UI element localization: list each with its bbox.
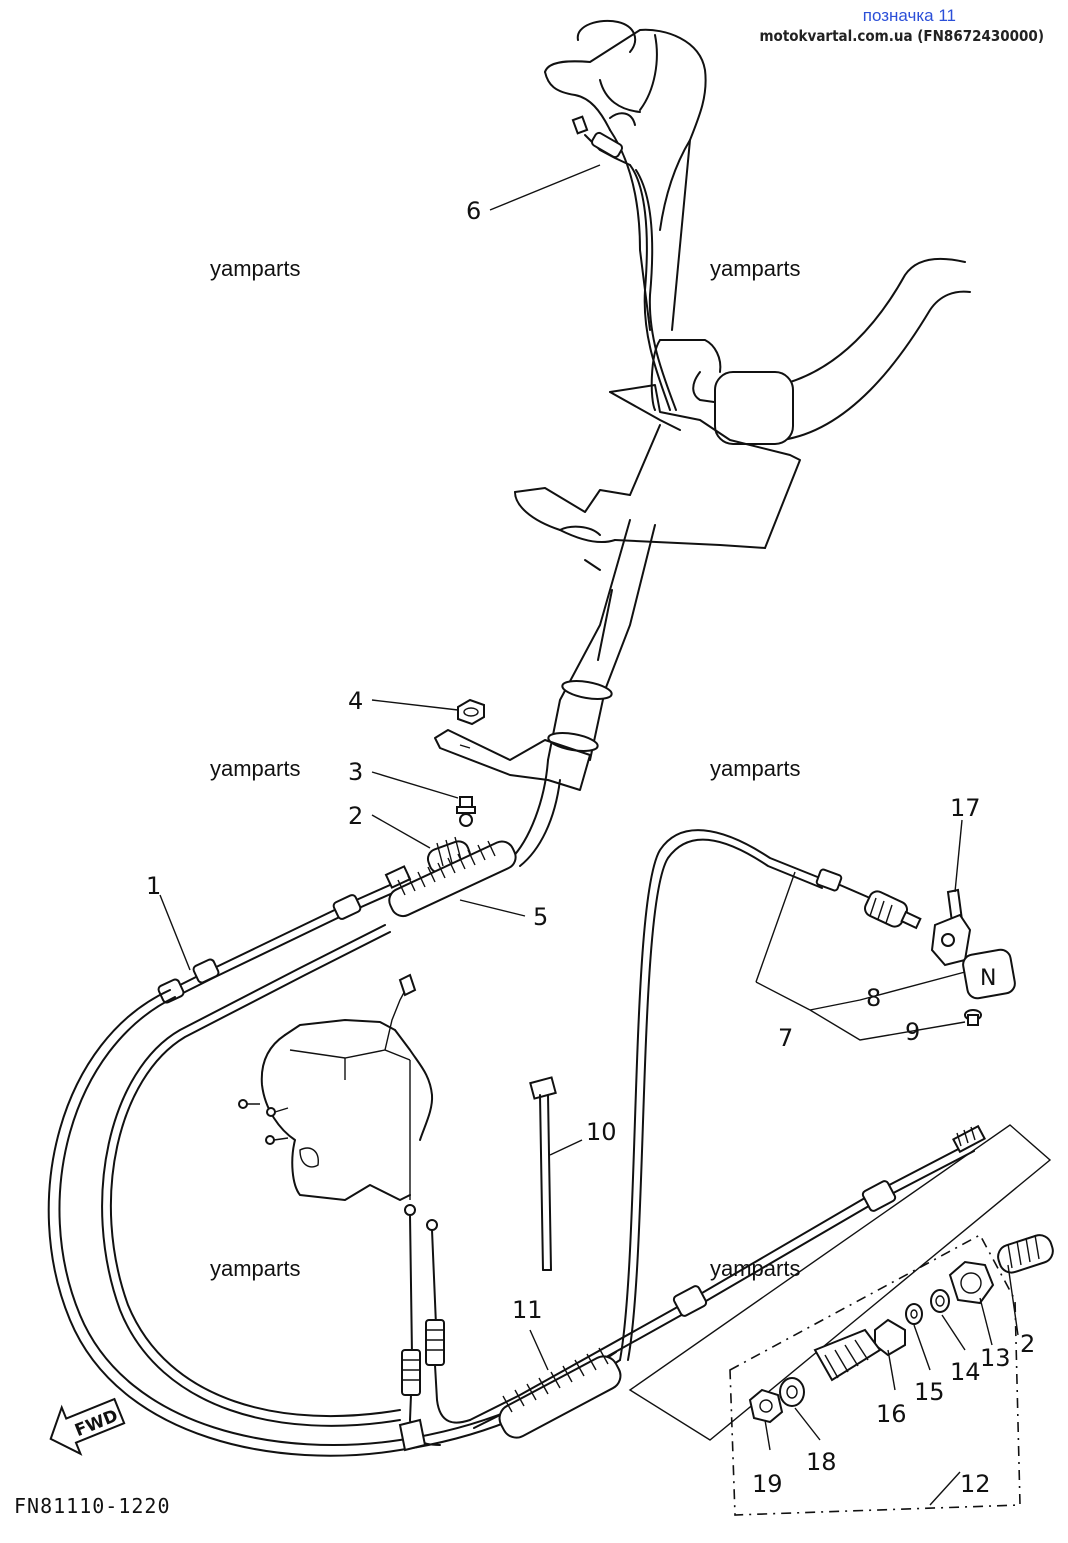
header-source: motokvartal.com.ua (FN8672430000) [759,27,1044,45]
column-lower-bracket [434,729,591,791]
watermark: yamparts [210,756,301,781]
nut-19 [748,1388,784,1424]
steering-handle [544,20,707,331]
cable-12-throttle [469,1124,986,1439]
handlebar-right [650,257,971,445]
callout-16: 15 [914,1378,945,1406]
spring-2-right [997,1234,1054,1274]
callout-2-right: 2 [1020,1330,1035,1358]
callout-1: 1 [146,872,161,900]
callout-9: 9 [905,1018,920,1046]
neutral-label: N [980,966,996,991]
header-title[interactable]: позначка 11 [862,6,956,25]
callout-8: 8 [866,984,881,1012]
callout-7: 7 [778,1024,793,1052]
ball-joint-3 [456,796,476,827]
washer-15 [930,1289,950,1313]
terminal-11 [930,888,972,967]
watermark: yamparts [710,756,801,781]
adjuster-bolt [813,1328,882,1382]
callout-labels: 6 4 3 2 1 5 17 8 7 9 10 11 2 13 14 15 16… [146,197,1035,1498]
callout-5: 5 [533,903,548,931]
cable-1-left-loop [47,865,621,1457]
fwd-arrow: FWD [49,1397,126,1456]
callout-11: 17 [950,794,981,822]
cap-8: N [962,948,1016,1000]
nut-14 [948,1260,995,1305]
callout-15: 14 [950,1358,981,1386]
kit-13-outline [628,1124,1052,1516]
callout-2: 2 [348,802,363,830]
screw-9 [964,1009,982,1026]
nut-4 [457,698,485,726]
callout-3: 3 [348,758,363,786]
washer-16 [905,1303,923,1325]
callout-17: 16 [876,1400,907,1428]
cable-7-neutral [619,829,922,1361]
watermark: yamparts [210,1256,301,1281]
throttle-cable-top [571,115,677,411]
callout-6: 6 [466,197,481,225]
cable-tie-10 [529,1076,557,1271]
watermark: yamparts [210,256,301,281]
diagram-code: FN81110-1220 [14,1494,171,1518]
callout-13: 12 [960,1470,991,1498]
watermark: yamparts [710,1256,801,1281]
header: позначка 11 motokvartal.com.ua (FN867243… [759,6,1044,46]
steering-bracket [514,384,801,549]
carburetor-block [238,973,434,1201]
callout-12: 11 [512,1296,543,1324]
washer-18 [779,1377,805,1407]
callout-14: 13 [980,1344,1011,1372]
cable-5-boot [101,759,561,1427]
throttle-linkage [398,1204,471,1452]
callout-18: 18 [806,1448,837,1476]
leader-lines [159,164,1019,1506]
steering-column [547,519,656,761]
watermark: yamparts [710,256,801,281]
callout-10: 10 [586,1118,617,1146]
callout-4: 4 [348,687,363,715]
callout-19: 19 [752,1470,783,1498]
